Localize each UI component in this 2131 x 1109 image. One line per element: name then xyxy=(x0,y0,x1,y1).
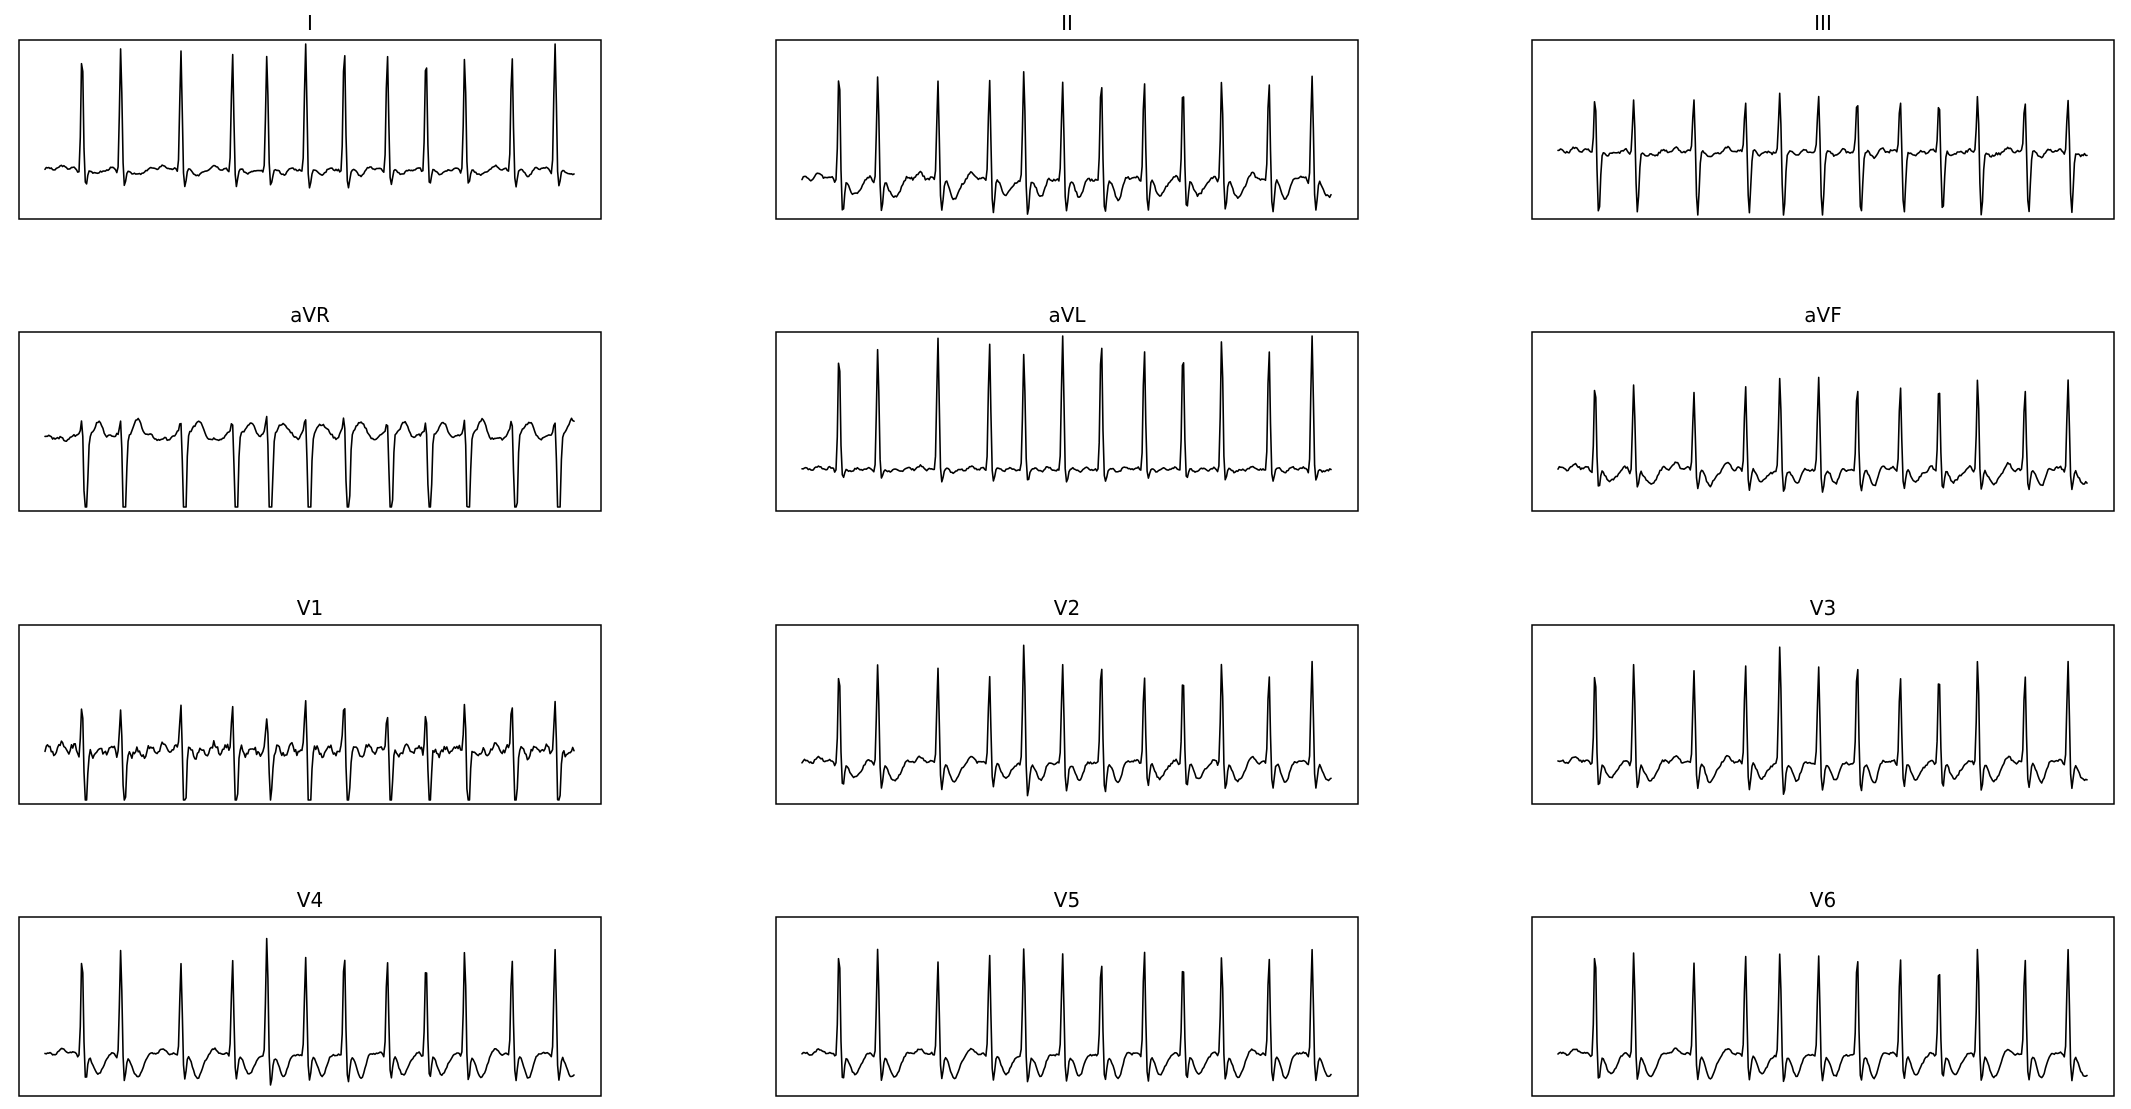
lead-title: V4 xyxy=(297,888,323,912)
ecg-trace-line xyxy=(1557,92,2088,216)
ecg-trace-line xyxy=(44,937,575,1086)
lead-frame xyxy=(775,916,1359,1097)
lead-title: V1 xyxy=(297,596,323,620)
lead-title: II xyxy=(1061,11,1073,35)
lead-title: aVF xyxy=(1804,303,1841,327)
lead-frame xyxy=(18,624,602,805)
lead-title: V2 xyxy=(1054,596,1080,620)
lead-frame xyxy=(1531,39,2115,220)
lead-panel: V6 xyxy=(1531,888,2115,1097)
lead-title: I xyxy=(307,11,313,35)
lead-panel: V1 xyxy=(18,596,602,805)
ecg-trace-line xyxy=(1557,948,2088,1083)
lead-frame xyxy=(775,331,1359,512)
lead-title: aVR xyxy=(290,303,330,327)
lead-frame xyxy=(18,331,602,512)
ecg-trace-line xyxy=(44,415,575,508)
ecg-trace-line xyxy=(801,948,1332,1083)
lead-panel: III xyxy=(1531,11,2115,220)
ecg-trace-line xyxy=(44,700,575,801)
lead-title: III xyxy=(1814,11,1832,35)
lead-frame xyxy=(18,916,602,1097)
lead-title: V5 xyxy=(1054,888,1080,912)
lead-panel: I xyxy=(18,11,602,220)
lead-panel: V3 xyxy=(1531,596,2115,805)
lead-frame xyxy=(775,624,1359,805)
ecg-trace-line xyxy=(801,644,1332,797)
ecg-trace-line xyxy=(1557,376,2088,493)
lead-frame xyxy=(18,39,602,220)
lead-title: V3 xyxy=(1810,596,1836,620)
ecg-trace-line xyxy=(801,335,1332,483)
ecg-trace-line xyxy=(801,71,1332,215)
lead-frame xyxy=(1531,624,2115,805)
lead-panel: V2 xyxy=(775,596,1359,805)
lead-panel: V5 xyxy=(775,888,1359,1097)
lead-title: aVL xyxy=(1048,303,1086,327)
lead-title: V6 xyxy=(1810,888,1836,912)
ecg-trace-line xyxy=(1557,646,2088,795)
lead-frame xyxy=(1531,331,2115,512)
lead-panel: aVF xyxy=(1531,303,2115,512)
lead-panel: V4 xyxy=(18,888,602,1097)
lead-frame xyxy=(1531,916,2115,1097)
lead-frame xyxy=(775,39,1359,220)
ecg-trace-line xyxy=(44,43,575,189)
lead-panel: aVL xyxy=(775,303,1359,512)
lead-panel: aVR xyxy=(18,303,602,512)
lead-panel: II xyxy=(775,11,1359,220)
